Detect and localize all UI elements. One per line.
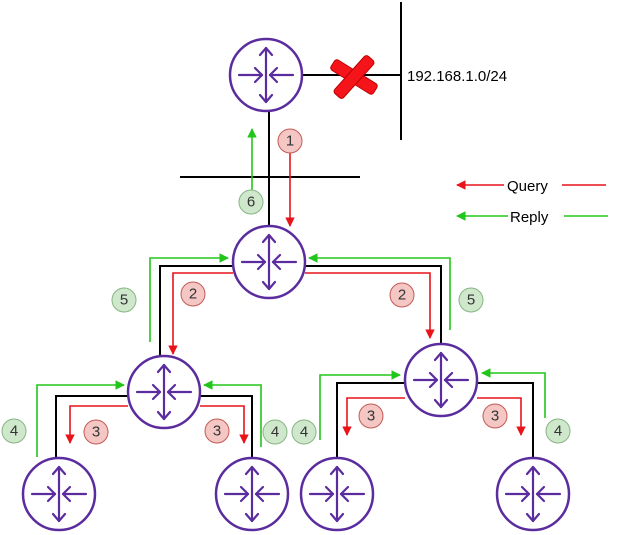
router-icon (228, 37, 304, 113)
reply-arrow-4-rl (319, 370, 401, 440)
query-arrow-3-lr (200, 405, 249, 444)
query-arrow-3-ll (65, 405, 128, 444)
step-badge-4: 4 (545, 418, 571, 444)
step-badge-1: 1 (277, 128, 303, 154)
step-badge-2: 2 (180, 281, 206, 307)
step-badge-3: 3 (358, 403, 384, 429)
reply-arrow-4-lr (203, 380, 262, 447)
svg-text:4: 4 (300, 424, 308, 441)
router-icon (495, 456, 571, 532)
step-badge-3: 3 (482, 403, 508, 429)
reply-step-badges: 6 5 5 4 4 4 4 (1, 189, 571, 445)
network-label: 192.168.1.0/24 (407, 68, 507, 85)
step-badge-3: 3 (204, 418, 230, 444)
query-arrow-3-rl (342, 397, 405, 436)
svg-text:3: 3 (367, 408, 375, 425)
step-badge-5: 5 (111, 287, 137, 313)
query-step-badges: 1 2 2 3 3 3 3 (83, 128, 508, 445)
svg-text:3: 3 (213, 423, 221, 440)
step-badge-4: 4 (1, 418, 27, 444)
legend-query-label: Query (507, 178, 548, 195)
svg-text:4: 4 (271, 424, 279, 441)
reply-arrow-5-right (308, 253, 451, 330)
svg-text:5: 5 (467, 292, 475, 309)
svg-text:5: 5 (120, 292, 128, 309)
svg-text:2: 2 (189, 286, 197, 303)
step-badge-5: 5 (458, 287, 484, 313)
step-badge-2: 2 (389, 282, 415, 308)
query-arrow-3-rr (477, 397, 526, 436)
network-links (55, 2, 534, 457)
step-badge-4: 4 (262, 419, 288, 445)
reply-arrow-4-rr (481, 368, 546, 418)
router-icon (231, 224, 307, 300)
query-arrow-2-left (168, 272, 233, 355)
query-arrows (65, 152, 526, 444)
link-mid-to-right (305, 265, 442, 344)
legend-reply-label: Reply (510, 209, 549, 226)
link-mid-to-left (159, 265, 233, 358)
step-badge-4: 4 (291, 419, 317, 445)
reply-arrow-5-left (149, 253, 229, 342)
router-icon (126, 354, 202, 430)
router-icon (21, 456, 97, 532)
link-left-to-ll (55, 395, 128, 457)
reply-arrow-4-ll (36, 380, 125, 457)
routers (21, 37, 571, 532)
svg-text:4: 4 (10, 423, 18, 440)
broken-link-cross-icon (330, 55, 378, 99)
svg-text:3: 3 (92, 424, 100, 441)
svg-text:6: 6 (247, 194, 255, 211)
link-right-to-rr (477, 382, 534, 457)
legend: Query Reply (456, 176, 608, 226)
link-left-to-lr (200, 395, 253, 457)
router-icon (299, 456, 375, 532)
link-right-to-rl (336, 382, 405, 457)
query-arrow-2-right (305, 272, 435, 339)
reply-arrows (36, 128, 546, 457)
step-badge-6: 6 (238, 189, 264, 215)
step-badge-3: 3 (83, 419, 109, 445)
svg-text:4: 4 (554, 423, 562, 440)
svg-text:2: 2 (398, 287, 406, 304)
router-icon (403, 342, 479, 418)
svg-text:3: 3 (491, 408, 499, 425)
router-icon (214, 456, 290, 532)
svg-text:1: 1 (286, 133, 294, 150)
